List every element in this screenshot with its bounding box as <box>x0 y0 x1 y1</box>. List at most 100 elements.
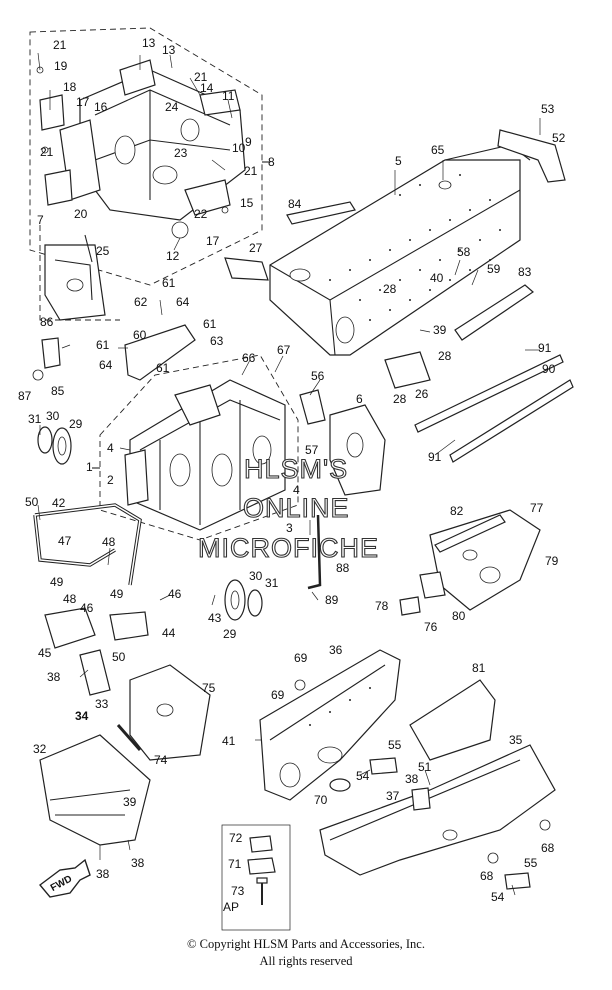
strip-84 <box>286 201 356 225</box>
copyright-line-1: © Copyright HLSM Parts and Accessories, … <box>187 937 425 951</box>
label-88: 88 <box>336 561 350 575</box>
label-28a: 28 <box>383 282 397 296</box>
label-38c: 38 <box>96 867 110 881</box>
label-49a: 49 <box>50 575 64 589</box>
bracket-26 <box>384 351 431 389</box>
label-54a: 54 <box>356 769 370 783</box>
cap-68b <box>487 852 499 864</box>
label-44: 44 <box>162 626 176 640</box>
leader-lines <box>37 52 541 896</box>
label-79: 79 <box>545 554 559 568</box>
label-40: 40 <box>430 271 444 285</box>
label-ap: AP <box>223 900 239 914</box>
label-48b: 48 <box>63 592 77 606</box>
label-24: 24 <box>165 100 179 114</box>
label-21b: 21 <box>194 70 208 84</box>
label-89: 89 <box>325 593 339 607</box>
label-69b: 69 <box>271 688 285 702</box>
label-68b: 68 <box>480 869 494 883</box>
label-34: 34 <box>75 709 89 723</box>
pad-78 <box>399 596 421 616</box>
label-59: 59 <box>487 262 501 276</box>
watermark-line-1: HLSM'S <box>244 454 348 484</box>
rod-88 <box>307 514 322 590</box>
label-27: 27 <box>249 241 263 255</box>
label-33: 33 <box>95 697 109 711</box>
label-5: 5 <box>395 154 402 168</box>
spring-34 <box>116 724 142 751</box>
label-61b: 61 <box>203 317 217 331</box>
label-65: 65 <box>431 143 445 157</box>
part-labels: 21 19 18 17 16 13 13 21 14 24 11 9 10 8 … <box>18 36 566 914</box>
label-36: 36 <box>329 643 343 657</box>
bracket-33 <box>79 649 111 696</box>
label-37: 37 <box>386 789 400 803</box>
bracket-37 <box>411 787 431 811</box>
label-17a: 17 <box>76 95 90 109</box>
label-46b: 46 <box>168 587 182 601</box>
label-31b: 31 <box>265 576 279 590</box>
label-17b: 17 <box>206 234 220 248</box>
label-4b: 4 <box>293 483 300 497</box>
label-32: 32 <box>33 742 47 756</box>
label-62: 62 <box>134 295 148 309</box>
label-21c: 21 <box>40 145 54 159</box>
label-91b: 91 <box>428 450 442 464</box>
label-29a: 29 <box>69 417 83 431</box>
label-51: 51 <box>418 760 432 774</box>
lower-panel-35 <box>319 744 556 876</box>
bracket-44 <box>109 611 149 641</box>
label-16: 16 <box>94 100 108 114</box>
label-55a: 55 <box>388 738 402 752</box>
copyright-notice: © Copyright HLSM Parts and Accessories, … <box>0 936 612 970</box>
handle-42 <box>33 503 142 586</box>
label-38a: 38 <box>47 670 61 684</box>
label-35: 35 <box>509 733 523 747</box>
label-9: 9 <box>245 135 252 149</box>
label-50a: 50 <box>25 495 39 509</box>
bracket-7 <box>39 225 120 321</box>
label-91a: 91 <box>538 341 552 355</box>
label-22: 22 <box>194 207 208 221</box>
cap-68a <box>539 819 551 831</box>
label-74: 74 <box>154 753 168 767</box>
label-49b: 49 <box>110 587 124 601</box>
label-64b: 64 <box>99 358 113 372</box>
label-52: 52 <box>552 131 566 145</box>
label-61d: 61 <box>156 361 170 375</box>
pad-76 <box>419 571 446 599</box>
label-69a: 69 <box>294 651 308 665</box>
bracket-55a <box>369 757 398 775</box>
label-64a: 64 <box>176 295 190 309</box>
label-71: 71 <box>228 857 242 871</box>
label-23: 23 <box>174 146 188 160</box>
label-41: 41 <box>222 734 236 748</box>
label-50b: 50 <box>112 650 126 664</box>
strip-83 <box>454 284 534 341</box>
label-21d: 21 <box>244 164 258 178</box>
label-68a: 68 <box>541 841 555 855</box>
label-28c: 28 <box>393 392 407 406</box>
label-82: 82 <box>450 504 464 518</box>
label-7: 7 <box>37 213 44 227</box>
label-20: 20 <box>74 207 88 221</box>
label-1: 1 <box>86 460 93 474</box>
label-66: 66 <box>242 351 256 365</box>
label-43: 43 <box>208 611 222 625</box>
label-19: 19 <box>54 59 68 73</box>
label-25: 25 <box>96 244 110 258</box>
label-53: 53 <box>541 102 555 116</box>
label-39b: 39 <box>123 795 137 809</box>
lower-frame-36 <box>259 649 401 801</box>
fwd-arrow: FWD <box>38 858 91 898</box>
label-81: 81 <box>472 661 486 675</box>
bracket-27 <box>224 257 269 281</box>
panel-77-79 <box>429 509 541 611</box>
parts-exploded-diagram: FWD 21 19 18 17 16 13 13 21 14 24 11 <box>18 27 574 931</box>
label-38b: 38 <box>405 772 419 786</box>
label-4a: 4 <box>107 441 114 455</box>
grommets-29-30-left <box>37 426 72 465</box>
grommet-70 <box>329 778 351 792</box>
label-70: 70 <box>314 793 328 807</box>
label-48a: 48 <box>102 535 116 549</box>
